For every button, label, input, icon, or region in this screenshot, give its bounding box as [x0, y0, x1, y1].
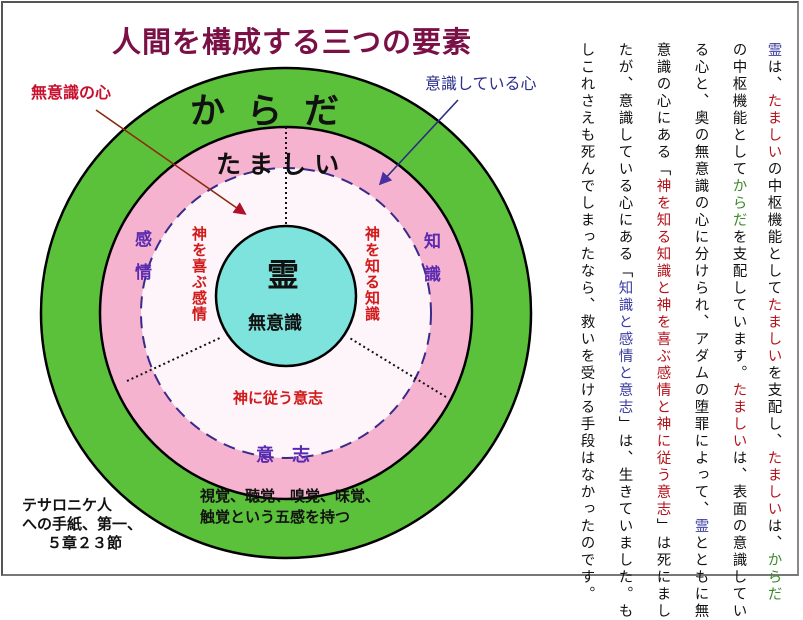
explanation-segment: 」は死にまし: [654, 518, 671, 620]
will-label: 意志: [256, 445, 328, 466]
explanation-segment: たましい: [765, 450, 782, 518]
reference-line-2: への手紙、第一、: [22, 515, 143, 533]
explanation-segment: たが、意識している心にある「: [616, 42, 633, 280]
explanation-segment: を支配しています。: [730, 229, 747, 382]
explanation-segment: 神を知る知識と神を喜ぶ感情と神に従う意志: [654, 178, 671, 518]
explanation-segment: 霊: [765, 42, 782, 59]
explanation-segment: 霊: [692, 518, 709, 535]
explanation-column-2: の中枢機能としてからだを支配しています。たましいは、表面の意識してい: [730, 42, 747, 620]
explanation-segment: たましい: [765, 93, 782, 161]
spirit-label: 霊: [267, 256, 300, 294]
explanation-segment: 」は、生きていました。も: [616, 416, 633, 620]
unconscious-mind-callout: 無意識の心: [31, 83, 112, 102]
body-label: からだ: [190, 92, 362, 132]
explanation-segment: しこれさえも死んでしまったなら、救いを受ける手段はなかったのです。: [578, 42, 595, 603]
explanation-segment: たましい: [765, 297, 782, 365]
spirit-circle: [214, 224, 358, 368]
explanation-segment: 意識の心にある「: [654, 42, 671, 178]
explanation-segment: る心と、奥の無意識の心に分けられ、アダムの堕罪によって、: [692, 42, 709, 518]
explanation-segment: の中枢機能として: [730, 42, 747, 178]
three-elements-diagram: [39, 66, 533, 560]
explanation-segment: たましい: [730, 382, 747, 450]
senses-line-2: 触覚という五感を持つ: [200, 508, 351, 526]
soul-label: たましい: [216, 150, 348, 179]
explanation-column-5: たが、意識している心にある「知識と感情と意志」は、生きていました。も: [616, 42, 633, 620]
explanation-segment: からだ: [730, 178, 747, 229]
knowledge-label: 知識: [420, 232, 440, 298]
explanation-segment: は、表面の意識してい: [730, 450, 747, 620]
explanation-column-6: しこれさえも死んでしまったなら、救いを受ける手段はなかったのです。: [579, 42, 595, 603]
explanation-column-3: る心と、奥の無意識の心に分けられ、アダムの堕罪によって、霊とともに無: [692, 42, 709, 620]
unconscious-arrow: [95, 109, 247, 215]
explanation-segment: は、: [765, 518, 782, 552]
explanation-segment: からだ: [765, 552, 782, 603]
conscious-arrow: [378, 99, 459, 186]
explanation-column-4: 意識の心にある「神を知る知識と神を喜ぶ感情と神に従う意志」は死にまし: [654, 42, 671, 620]
explanation-segment: の中枢機能として: [765, 161, 782, 297]
spirit-unconscious-label: 無意識: [248, 313, 302, 334]
diagram-title: 人間を構成する三つの要素: [112, 25, 473, 59]
explanation-segment: 知識と感情と意志: [616, 280, 633, 416]
divider-right: [347, 336, 447, 398]
explanation-segment: を支配し、: [765, 365, 782, 450]
explanation-segment: とともに無: [692, 535, 709, 620]
reference-line-3: ５章２３節: [47, 534, 123, 552]
will-to-obey-god: 神に従う意志: [233, 389, 324, 407]
explanation-segment: は、: [765, 59, 782, 93]
reference-line-1: テサロニケ人: [22, 496, 113, 514]
knowledge-of-god: 神を知る知識: [363, 226, 381, 322]
scripture-reference: テサロニケ人 への手紙、第一、 ５章２３節: [22, 496, 142, 553]
senses-line-1: 視覚、聴覚、嗅覚、味覚、: [200, 487, 381, 505]
conscious-mind-callout: 意識している心: [425, 74, 537, 93]
explanation-column-1: 霊は、たましいの中枢機能としてたましいを支配し、たましいは、からだ: [765, 42, 782, 603]
five-senses-text: 視覚、聴覚、嗅覚、味覚、 触覚という五感を持つ: [200, 486, 380, 528]
emotion-rejoicing-in-god: 神を喜ぶ感情: [190, 226, 208, 322]
emotion-label: 感情: [131, 230, 151, 296]
